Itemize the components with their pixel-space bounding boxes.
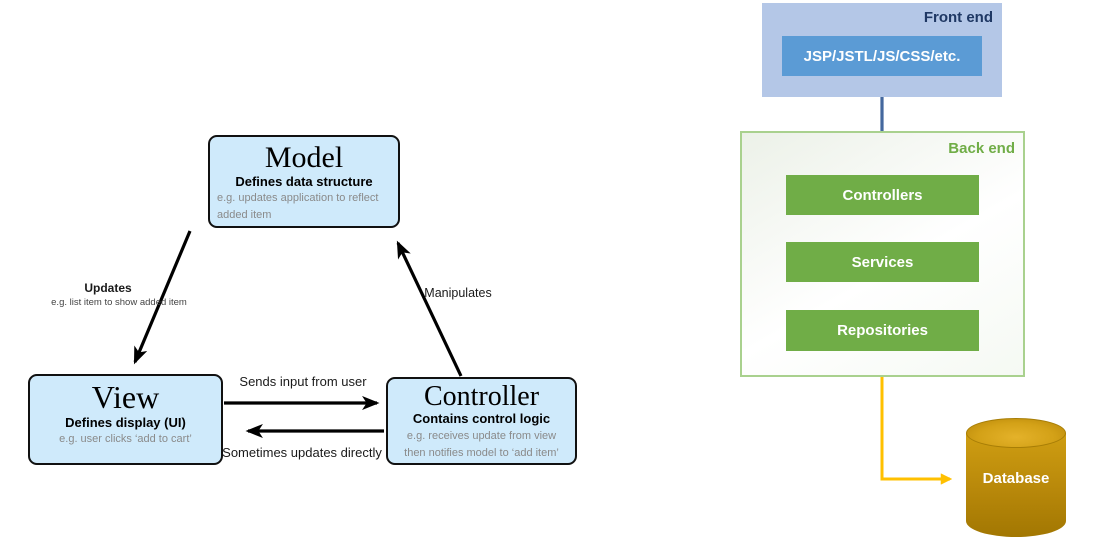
model-example-line: added item [217, 208, 272, 221]
layer-services: Services [786, 242, 979, 282]
manipulates-arrow [396, 240, 463, 377]
view-example: e.g. user clicks ‘add to cart’ [30, 431, 221, 448]
manipulates-label: Manipulates [424, 286, 492, 300]
view-example-line: e.g. user clicks ‘add to cart’ [59, 433, 192, 446]
layer-controllers: Controllers [786, 175, 979, 215]
updates-directly-label: Sometimes updates directly [222, 445, 382, 460]
sends-input-label: Sends input from user [239, 374, 367, 389]
updates-label: Updates [84, 281, 132, 295]
controller-box: Controller Contains control logic e.g. r… [386, 377, 577, 465]
model-title: Model [264, 141, 344, 174]
backend-label: Back end [948, 140, 1015, 157]
view-box: View Defines display (UI) e.g. user clic… [28, 374, 223, 465]
view-subtitle: Defines display (UI) [65, 414, 186, 430]
frontend-tech-box: JSP/JSTL/JS/CSS/etc. [782, 36, 982, 76]
database-cylinder-body [966, 433, 1066, 537]
model-example-line: e.g. updates application to reflect [217, 192, 379, 205]
frontend-label: Front end [923, 9, 993, 26]
model-example: e.g. updates application to reflect adde… [210, 190, 398, 223]
view-title: View [91, 379, 160, 415]
updates-example-label: e.g. list item to show added item [51, 297, 187, 308]
layer-repositories: Repositories [786, 310, 979, 351]
controller-example-line: e.g. receives update from view [406, 430, 557, 443]
database-cylinder-top [966, 418, 1066, 448]
database-label: Database [982, 470, 1050, 487]
model-box: Model Defines data structure e.g. update… [208, 135, 400, 228]
controller-subtitle: Contains control logic [412, 411, 551, 427]
controller-title: Controller [423, 381, 540, 412]
controller-example: e.g. receives update from view then noti… [388, 428, 575, 461]
model-subtitle: Defines data structure [235, 173, 373, 189]
controller-example-line: then notifies model to ‘add item’ [404, 446, 559, 459]
